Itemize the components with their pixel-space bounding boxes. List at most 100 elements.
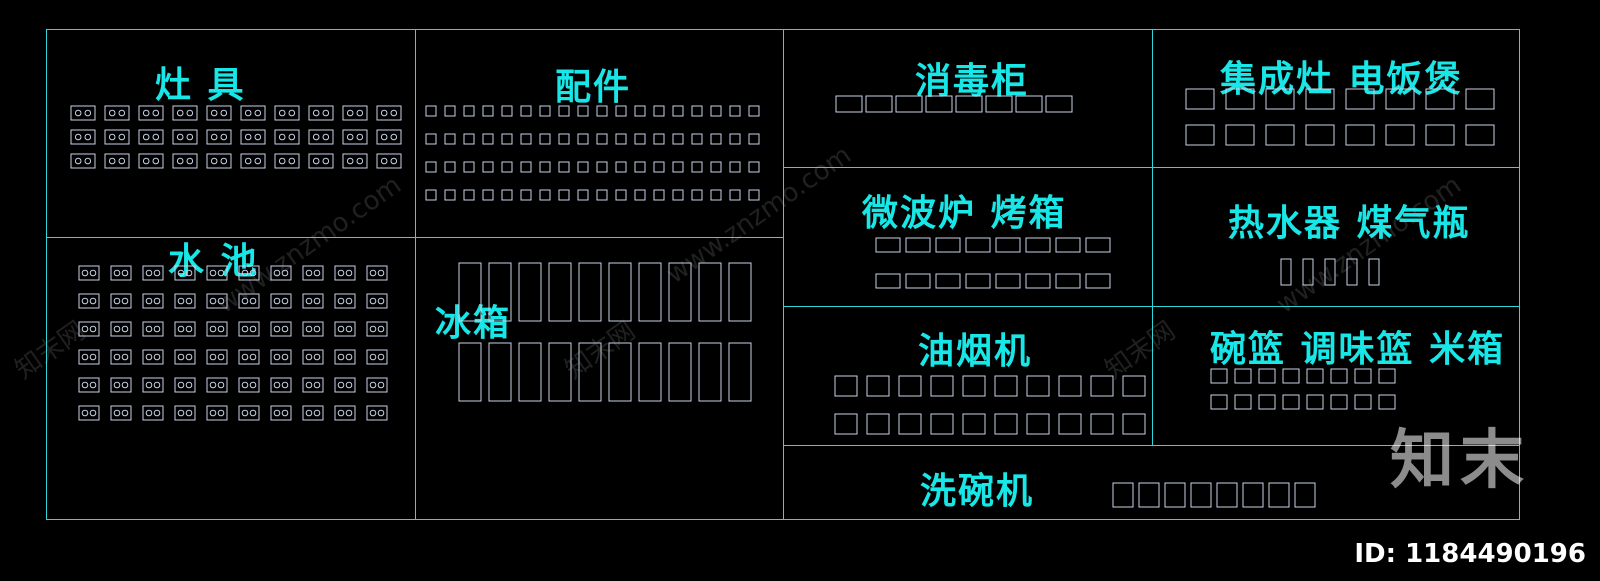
dishwasher-symbol (1294, 482, 1316, 508)
range-hood-symbol (1090, 413, 1114, 435)
basket-symbols (1210, 368, 1396, 410)
sink-symbol-burner (249, 381, 257, 389)
accessory-symbol (748, 161, 760, 173)
stove-symbol (342, 129, 368, 145)
sink-symbol-burner (249, 297, 257, 305)
integrated-stove-symbol (1425, 88, 1455, 110)
accessory-symbol (653, 161, 665, 173)
stove-symbol-burner (118, 157, 126, 165)
sink-symbol-burner (209, 381, 217, 389)
microwave-symbol (965, 237, 991, 253)
section-title-water-heater: 热水器 煤气瓶 (1228, 203, 1471, 244)
stove-symbol-burner (322, 157, 330, 165)
sink-symbol (78, 405, 100, 421)
sink-symbol-burner (153, 269, 161, 277)
sink-symbol (142, 293, 164, 309)
sink-symbol (302, 265, 324, 281)
sink-symbol (334, 321, 356, 337)
sink-symbol-burner (273, 269, 281, 277)
sink-symbol (238, 293, 260, 309)
range-hood-symbols (834, 375, 1146, 435)
range-hood-symbol (1122, 413, 1146, 435)
section-title-dishwasher: 洗碗机 (920, 471, 1035, 512)
sink-symbol (270, 293, 292, 309)
accessory-symbol (558, 161, 570, 173)
basket-symbol (1378, 368, 1396, 384)
stove-symbol-burner (390, 133, 398, 141)
accessory-symbol (577, 105, 589, 117)
accessory-symbol (558, 189, 570, 201)
basket-symbol (1234, 368, 1252, 384)
sink-symbol (174, 349, 196, 365)
stove-symbol-burner (74, 109, 82, 117)
stove-symbol (104, 153, 130, 169)
stove-symbol-burner (288, 109, 296, 117)
range-hood-symbol (866, 413, 890, 435)
stove-symbol-burner (210, 157, 218, 165)
integrated-stove-symbol (1385, 88, 1415, 110)
range-hood-symbol (1122, 375, 1146, 397)
sink-symbol-burner (209, 297, 217, 305)
accessory-symbol (653, 189, 665, 201)
accessory-symbol (672, 189, 684, 201)
accessory-symbol (672, 161, 684, 173)
stove-symbol-burner (84, 133, 92, 141)
stove-symbol-burner (356, 133, 364, 141)
sink-symbol-burner (305, 353, 313, 361)
stove-symbol-burner (254, 157, 262, 165)
sink-symbol (334, 349, 356, 365)
sink-symbol (238, 321, 260, 337)
stove-symbol (206, 153, 232, 169)
microwave-symbol (1025, 237, 1051, 253)
sterilizer-symbol (865, 95, 893, 113)
accessory-symbol (520, 161, 532, 173)
water-heater-symbol (1280, 258, 1292, 286)
stove-symbol-burner (118, 133, 126, 141)
integrated-stove-symbol (1265, 124, 1295, 146)
sink-symbol (366, 265, 388, 281)
stove-symbol (172, 153, 198, 169)
stove-symbol (308, 153, 334, 169)
accessory-symbol (539, 105, 551, 117)
sink-symbol (334, 265, 356, 281)
watermark-logo: 知末 (1390, 424, 1530, 498)
fridge-symbol (458, 342, 482, 402)
sink-symbol-burner (273, 409, 281, 417)
sink-symbol-burner (177, 353, 185, 361)
sink-symbol (270, 265, 292, 281)
sink-symbol-burner (217, 297, 225, 305)
sink-symbol-burner (145, 269, 153, 277)
fridge-symbol (518, 342, 542, 402)
accessory-symbol (748, 189, 760, 201)
range-hood-symbol (898, 413, 922, 435)
accessory-symbol (615, 105, 627, 117)
sink-symbol-burner (369, 325, 377, 333)
section-title-sterilizer: 消毒柜 (915, 61, 1030, 102)
fridge-symbol (698, 342, 722, 402)
sink-symbol (78, 349, 100, 365)
sterilizer-symbol (955, 95, 983, 113)
fridge-symbol (668, 342, 692, 402)
stove-symbol-burner (278, 133, 286, 141)
sterilizer-symbol (985, 95, 1013, 113)
sink-symbol-burner (209, 325, 217, 333)
sink-symbol-burner (305, 297, 313, 305)
sink-symbol-burner (345, 353, 353, 361)
integrated-stove-symbol (1305, 124, 1335, 146)
accessory-symbol (501, 161, 513, 173)
microwave-symbol (1085, 237, 1111, 253)
stove-symbol-burner (152, 133, 160, 141)
sink-symbol-burner (337, 409, 345, 417)
accessory-symbol (634, 161, 646, 173)
stove-symbol-burner (118, 109, 126, 117)
sink-symbol (302, 321, 324, 337)
basket-symbol (1234, 394, 1252, 410)
accessory-symbol (501, 105, 513, 117)
basket-symbol (1282, 368, 1300, 384)
sterilizer-symbol (1015, 95, 1043, 113)
basket-symbol (1258, 368, 1276, 384)
sink-symbol-burner (369, 353, 377, 361)
sink-symbol (142, 405, 164, 421)
stove-symbol-burner (176, 157, 184, 165)
fridge-symbol (488, 262, 512, 322)
